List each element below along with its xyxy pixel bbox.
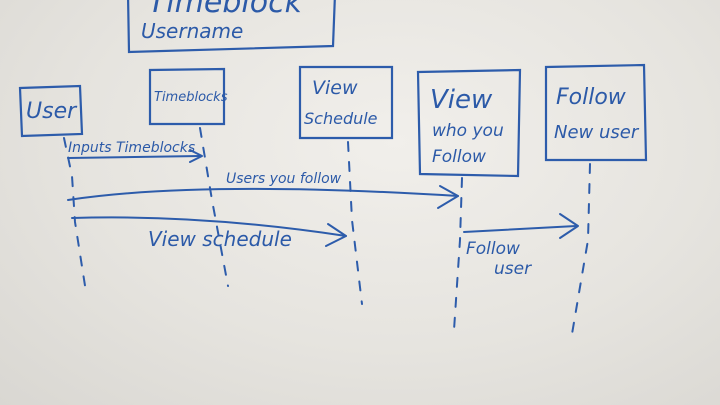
lifeline-user-line	[63, 137, 87, 293]
header-title: Timeblock	[148, 0, 304, 20]
lifeline-timeblocks-box	[148, 67, 226, 126]
lifeline-view-who-you-follow-label-3: Follow	[432, 147, 486, 167]
arrowhead-icon	[189, 149, 203, 163]
message-follow-user-label-2: user	[494, 259, 532, 279]
message-inputs-timeblocks: Inputs Timeblocks	[67, 140, 203, 163]
lifeline-view-schedule-label-1: View	[312, 77, 358, 99]
lifeline-follow-new-user: Follow New user	[544, 63, 648, 335]
lifeline-follow-new-user-label-2: New user	[554, 122, 640, 143]
lifeline-follow-new-user-box	[544, 63, 648, 162]
lifeline-user: User	[18, 84, 87, 293]
lifeline-user-box	[18, 84, 84, 138]
lifeline-view-who-you-follow-line	[453, 177, 463, 331]
header-box: Timeblock Username	[127, 0, 336, 54]
lifeline-timeblocks-label: Timeblocks	[154, 90, 228, 105]
arrowhead-icon	[325, 223, 347, 247]
lifeline-timeblocks: Timeblocks	[148, 67, 229, 287]
lifeline-timeblocks-line	[199, 127, 229, 287]
lifeline-view-schedule-box	[298, 65, 394, 140]
message-users-you-follow: Users you follow	[67, 171, 459, 209]
message-follow-user: Follow user	[463, 213, 579, 279]
lifeline-view-who-you-follow-label-1: View	[430, 85, 493, 115]
message-follow-user-label-1: Follow	[466, 239, 520, 259]
message-view-schedule-label: View schedule	[148, 227, 292, 251]
message-view-schedule-arrow	[71, 216, 347, 237]
message-users-you-follow-arrow	[67, 187, 459, 201]
message-inputs-timeblocks-arrow	[67, 155, 201, 159]
lifeline-view-schedule: View Schedule	[298, 65, 394, 305]
message-follow-user-arrow	[463, 225, 577, 233]
arrowhead-icon	[437, 185, 459, 209]
lifeline-view-who-you-follow-label-2: who you	[432, 121, 504, 141]
arrowhead-icon	[559, 213, 579, 239]
message-inputs-timeblocks-label: Inputs Timeblocks	[68, 140, 195, 156]
header-subtitle: Username	[141, 19, 243, 43]
lifeline-view-schedule-label-2: Schedule	[304, 109, 378, 128]
message-view-schedule: View schedule	[71, 216, 347, 251]
lifeline-follow-new-user-line	[571, 163, 591, 335]
lifeline-view-who-you-follow: View who you Follow	[416, 68, 522, 331]
lifeline-user-label: User	[26, 99, 78, 124]
lifeline-follow-new-user-label-1: Follow	[556, 85, 627, 110]
lifeline-view-schedule-line	[347, 141, 363, 305]
message-users-you-follow-label: Users you follow	[226, 171, 342, 187]
lifeline-view-who-you-follow-box	[416, 68, 522, 178]
